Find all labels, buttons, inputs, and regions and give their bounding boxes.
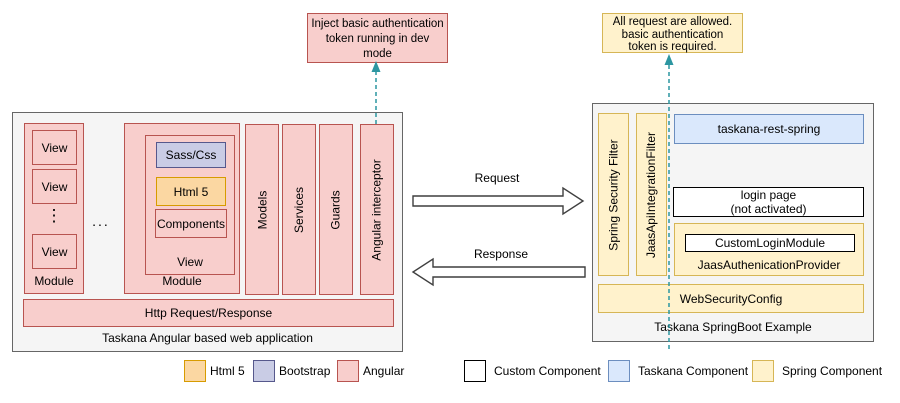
dev-token-callout: Inject basic authentication token runnin… bbox=[307, 13, 448, 63]
callout-line: mode bbox=[363, 48, 392, 60]
legend-item-bootstrap: Bootstrap bbox=[253, 360, 330, 382]
legend-label: Angular bbox=[363, 364, 405, 378]
custom-component-swatch bbox=[464, 360, 486, 382]
login-page-box: login page (not activated) bbox=[673, 187, 864, 217]
taskana-rest-spring-label: taskana-rest-spring bbox=[717, 122, 821, 136]
legend-item-html5: Html 5 bbox=[184, 360, 245, 382]
legend-item-spring-component: Spring Component bbox=[752, 360, 882, 382]
bootstrap-swatch bbox=[253, 360, 275, 382]
legend-label: Bootstrap bbox=[279, 364, 331, 378]
view-label: View bbox=[41, 140, 68, 155]
jaas-api-integration-filter-label: JaasApiIntegrationFilter bbox=[644, 131, 659, 258]
html5-box: Html 5 bbox=[156, 177, 226, 206]
view-label: View bbox=[41, 244, 68, 259]
auth-required-arrowhead-icon bbox=[664, 54, 674, 65]
callout-line: token running in dev bbox=[325, 33, 430, 45]
angular-app-container: View View ⋮ View Module ... Sass/Css Htm… bbox=[12, 112, 403, 352]
jaas-authentication-provider-label: JaasAuthenicationProvider bbox=[697, 258, 841, 272]
web-security-config-label: WebSecurityConfig bbox=[679, 291, 783, 306]
module-list-box: View View ⋮ View Module bbox=[24, 123, 84, 294]
custom-login-module-box: CustomLoginModule bbox=[685, 234, 855, 252]
response-arrow-icon bbox=[411, 257, 586, 287]
legend-item-angular: Angular bbox=[337, 360, 404, 382]
callout-line: basic authentication bbox=[621, 28, 724, 41]
legend-label: Spring Component bbox=[782, 364, 883, 378]
guards-label: Guards bbox=[329, 189, 344, 230]
request-label: Request bbox=[474, 171, 520, 185]
legend-label: Taskana Component bbox=[638, 364, 749, 378]
angular-app-title: Taskana Angular based web application bbox=[102, 331, 313, 345]
modules-ellipsis: ... bbox=[92, 213, 110, 229]
springboot-title: Taskana SpringBoot Example bbox=[654, 320, 812, 334]
login-page-line2: (not activated) bbox=[730, 202, 807, 216]
sass-css-box: Sass/Css bbox=[156, 142, 226, 168]
response-label: Response bbox=[473, 247, 529, 261]
services-column: Services bbox=[282, 124, 316, 295]
taskana-component-swatch bbox=[608, 360, 630, 382]
spring-component-swatch bbox=[752, 360, 774, 382]
legend-item-taskana-component: Taskana Component bbox=[608, 360, 748, 382]
guards-column: Guards bbox=[319, 124, 353, 295]
jaas-authentication-provider-box: CustomLoginModule JaasAuthenicationProvi… bbox=[674, 223, 864, 276]
taskana-rest-spring-box: taskana-rest-spring bbox=[674, 114, 864, 144]
models-label: Models bbox=[255, 190, 269, 229]
spring-security-filter-column: Spring Security Filter bbox=[598, 113, 629, 276]
view-box: View bbox=[32, 234, 77, 269]
angular-interceptor-label: Angular interceptor bbox=[370, 158, 385, 261]
http-request-response-bar: Http Request/Response bbox=[23, 299, 394, 327]
custom-login-module-label: CustomLoginModule bbox=[714, 236, 826, 250]
callout-line: All request are allowed. bbox=[612, 16, 733, 28]
components-box: Components bbox=[155, 209, 227, 238]
vertical-ellipsis: ⋮ bbox=[45, 206, 63, 225]
sass-css-label: Sass/Css bbox=[165, 148, 217, 162]
angular-swatch bbox=[337, 360, 359, 382]
legend-item-custom-component: Custom Component bbox=[464, 360, 601, 382]
services-label: Services bbox=[292, 186, 307, 233]
view-box: View bbox=[32, 130, 77, 165]
view-box: View bbox=[32, 169, 77, 204]
models-column: Models bbox=[245, 124, 279, 295]
view-detail-box: Sass/Css Html 5 Components View bbox=[145, 135, 235, 275]
legend-label: Custom Component bbox=[494, 364, 601, 378]
springboot-container: Spring Security Filter JaasApiIntegratio… bbox=[592, 103, 874, 342]
login-page-label: login page (not activated) bbox=[730, 188, 806, 216]
spring-security-filter-label: Spring Security Filter bbox=[606, 138, 621, 251]
html5-swatch bbox=[184, 360, 206, 382]
legend-label: Html 5 bbox=[210, 364, 245, 378]
login-page-line1: login page bbox=[740, 188, 797, 202]
http-bar-label: Http Request/Response bbox=[144, 306, 273, 320]
view-label: View bbox=[177, 255, 203, 269]
module-label: Module bbox=[162, 274, 202, 288]
callout-line: token is required. bbox=[628, 41, 717, 53]
request-arrow-icon bbox=[412, 186, 585, 216]
view-label: View bbox=[41, 179, 68, 194]
callout-line: Inject basic authentication bbox=[311, 18, 444, 30]
web-security-config-box: WebSecurityConfig bbox=[598, 284, 864, 313]
module-detail-box: Sass/Css Html 5 Components View Module bbox=[124, 123, 240, 294]
module-label: Module bbox=[34, 274, 74, 288]
angular-interceptor-column: Angular interceptor bbox=[360, 124, 394, 295]
html5-label: Html 5 bbox=[173, 184, 209, 199]
components-label: Components bbox=[156, 216, 226, 231]
auth-required-callout: All request are allowed. basic authentic… bbox=[602, 13, 743, 53]
jaas-api-integration-filter-column: JaasApiIntegrationFilter bbox=[636, 113, 667, 276]
